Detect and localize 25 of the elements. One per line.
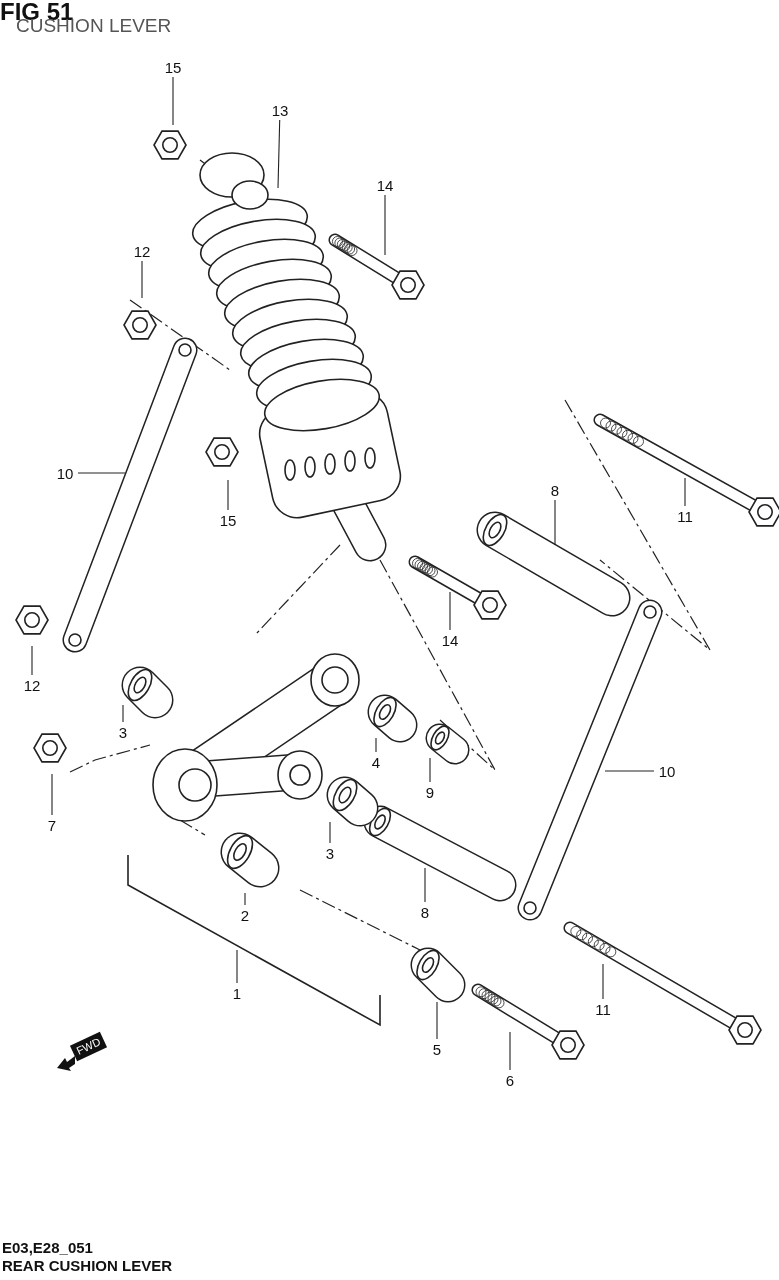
leader-line	[384, 194, 386, 256]
leader-line	[31, 645, 33, 676]
leader-line	[277, 119, 281, 189]
leader-line	[509, 1031, 511, 1071]
leader-line	[424, 867, 426, 903]
leader-line	[236, 949, 238, 984]
leader-line	[449, 591, 451, 631]
leader-line	[684, 477, 686, 507]
leader-line	[554, 499, 556, 546]
leader-line	[51, 773, 53, 816]
diagram-code: E03,E28_051	[2, 1240, 93, 1255]
leader-line	[602, 963, 604, 1000]
leader-line	[172, 76, 174, 126]
leader-line	[77, 472, 126, 474]
leader-line	[122, 704, 124, 723]
direction-label: FWD	[69, 1031, 108, 1062]
leader-line	[141, 260, 143, 299]
diagram-name: REAR CUSHION LEVER	[2, 1258, 173, 1273]
leader-line	[227, 479, 229, 511]
leader-line	[429, 757, 431, 783]
leader-line	[604, 770, 655, 772]
leader-line	[329, 821, 331, 844]
leader-line	[375, 737, 377, 753]
leader-line	[244, 892, 246, 906]
leader-line	[436, 1001, 438, 1040]
